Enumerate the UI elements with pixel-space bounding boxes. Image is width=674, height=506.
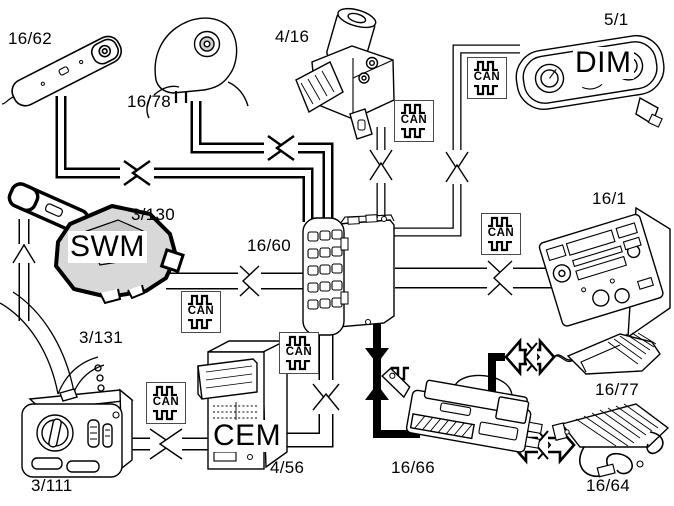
phone-cradle-16-64 — [551, 403, 670, 478]
wire-phone-module-to-radio — [393, 260, 562, 296]
wire-cem-to-phone-module — [280, 328, 340, 448]
label-cem: CEM — [211, 419, 284, 452]
square-wave-icon — [488, 216, 512, 227]
square-wave-icon — [401, 127, 425, 138]
square-wave-icon — [153, 409, 177, 420]
can-label: CAN — [187, 305, 215, 317]
wire-light-switch-to-cem — [124, 428, 210, 460]
wire-abs-to-phone-module — [369, 125, 393, 220]
label-16-60: 16/60 — [247, 236, 292, 255]
can-label: CAN — [487, 227, 515, 239]
label-16-62: 16/62 — [8, 29, 53, 48]
can-label: CAN — [152, 396, 180, 408]
label-3-111: 3/111 — [31, 476, 73, 495]
can-bus-symbol: CAN — [467, 57, 507, 99]
phone-handset-16-62 — [1, 35, 123, 107]
wire-swm-to-phone-module — [164, 265, 305, 297]
square-wave-icon — [401, 103, 425, 114]
label-16-66: 16/66 — [391, 458, 436, 477]
can-bus-symbol: CAN — [279, 332, 319, 374]
square-wave-icon — [286, 335, 310, 346]
can-bus-symbol: CAN — [481, 213, 521, 255]
wire-handset-to-phone-module — [55, 96, 314, 222]
square-wave-icon — [188, 318, 212, 329]
label-3-130: 3/130 — [131, 205, 176, 224]
radio-16-1 — [538, 206, 671, 339]
label-4-56: 4/56 — [270, 458, 305, 477]
can-label: CAN — [285, 346, 313, 358]
square-wave-icon — [153, 385, 177, 396]
label-swm: SWM — [68, 230, 147, 263]
abs-unit-4-16 — [295, 7, 395, 140]
square-wave-icon — [286, 359, 310, 370]
square-wave-icon — [474, 84, 498, 95]
phone-transceiver-16-66 — [381, 367, 543, 453]
label-4-16: 4/16 — [275, 27, 310, 46]
phone-keypad-module-16-60 — [302, 214, 395, 336]
label-16-77: 16/77 — [595, 380, 640, 399]
wire-steering-wheel-to-swm-arrow — [12, 217, 36, 321]
can-bus-symbol: CAN — [181, 291, 221, 333]
microphone-16-77 — [551, 332, 661, 375]
square-wave-icon — [474, 60, 498, 71]
label-16-1: 16/1 — [592, 189, 627, 208]
steering-wheel-3-131 — [0, 291, 105, 402]
can-label: CAN — [400, 114, 428, 126]
label-16-78: 16/78 — [127, 92, 172, 111]
can-label: CAN — [473, 71, 501, 83]
wire-phone-module-to-transceiver — [365, 309, 420, 438]
label-dim: DIM — [573, 46, 634, 79]
label-5-1: 5/1 — [604, 10, 629, 29]
square-wave-icon — [188, 294, 212, 305]
headlight-switch-3-111 — [21, 388, 134, 478]
wire-transceiver-to-microphone — [488, 337, 575, 412]
wire-headrest-to-phone-module — [190, 101, 334, 222]
square-wave-icon — [488, 240, 512, 251]
label-16-64: 16/64 — [586, 476, 631, 495]
wire-phone-module-to-dim — [388, 44, 522, 237]
label-3-131: 3/131 — [79, 328, 124, 347]
headrest-speaker-16-78 — [146, 17, 249, 119]
can-bus-symbol: CAN — [394, 100, 434, 142]
can-bus-symbol: CAN — [146, 382, 186, 424]
